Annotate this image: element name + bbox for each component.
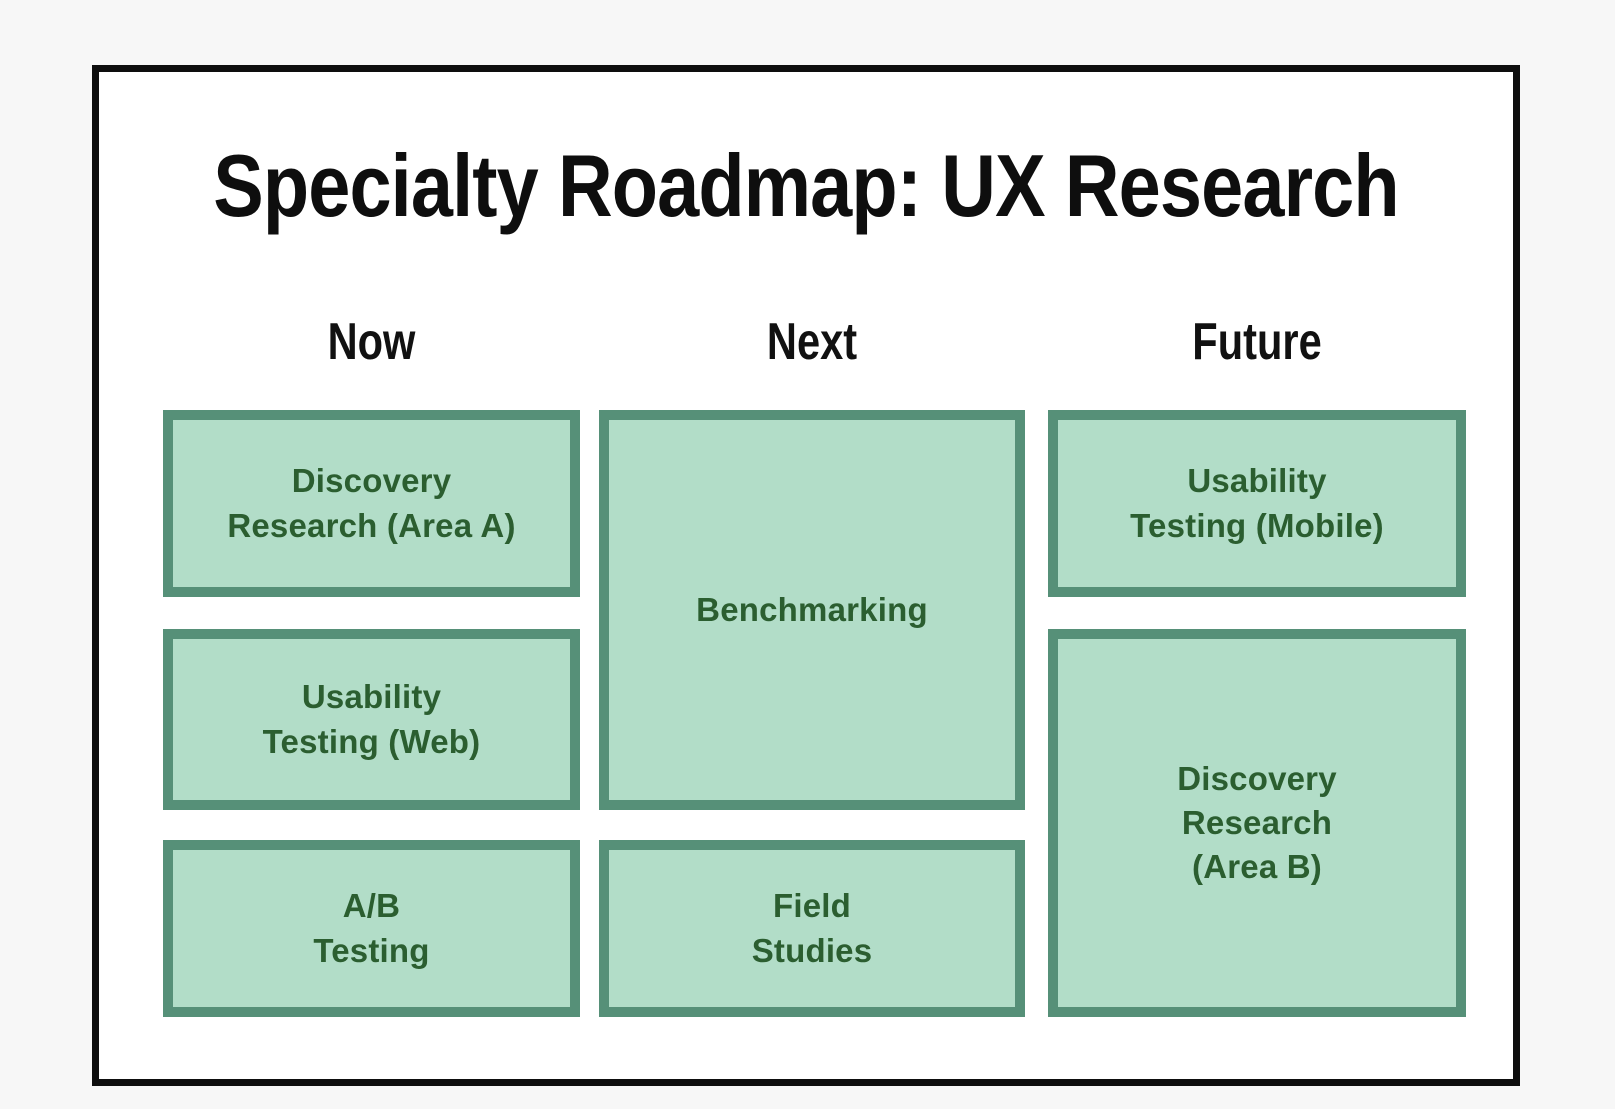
column-header-next: Next — [766, 313, 858, 371]
roadmap-box-discovery-research-area-b: Discovery Research (Area B) — [1048, 629, 1466, 1017]
roadmap-card: Specialty Roadmap: UX Research Now Next … — [92, 65, 1520, 1086]
roadmap-box-label: Usability Testing (Web) — [262, 678, 481, 760]
roadmap-box-label: A/B Testing — [313, 887, 430, 969]
column-header-future: Future — [1192, 313, 1322, 371]
column-header-now: Now — [327, 313, 416, 371]
roadmap-box-discovery-research-area-a: Discovery Research (Area A) — [163, 410, 580, 597]
roadmap-box-label: Usability Testing (Mobile) — [1130, 462, 1384, 544]
roadmap-box-benchmarking: Benchmarking — [599, 410, 1025, 810]
roadmap-box-label: Discovery Research (Area A) — [227, 462, 516, 544]
roadmap-box-usability-testing-web: Usability Testing (Web) — [163, 629, 580, 810]
roadmap-box-label: Benchmarking — [696, 590, 928, 628]
roadmap-box-usability-testing-mobile: Usability Testing (Mobile) — [1048, 410, 1466, 597]
roadmap-box-field-studies: Field Studies — [599, 840, 1025, 1017]
roadmap-box-ab-testing: A/B Testing — [163, 840, 580, 1017]
roadmap-box-label: Discovery Research (Area B) — [1177, 759, 1337, 886]
page-title: Specialty Roadmap: UX Research — [213, 136, 1399, 235]
roadmap-box-label: Field Studies — [751, 887, 873, 969]
